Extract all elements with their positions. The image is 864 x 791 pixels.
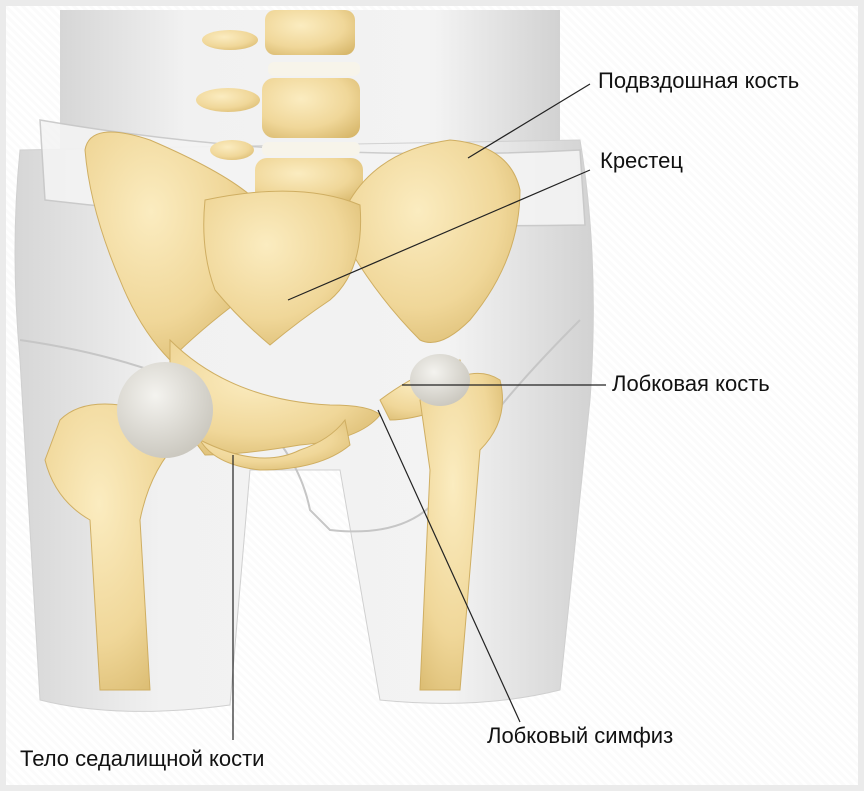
label-pubic-symphysis: Лобковый симфиз <box>487 725 673 747</box>
label-sacrum: Крестец <box>600 150 683 172</box>
label-pubis: Лобковая кость <box>612 373 770 395</box>
intervertebral-disc <box>262 142 360 156</box>
spinous-process <box>210 140 254 160</box>
left-femoral-head <box>117 362 213 458</box>
vertebra <box>265 10 355 55</box>
spinous-process <box>196 88 260 112</box>
label-ischium-body: Тело седалищной кости <box>20 748 264 770</box>
label-ilium: Подвздошная кость <box>598 70 799 92</box>
spinous-process <box>202 30 258 50</box>
vertebra <box>262 78 360 138</box>
intervertebral-disc <box>268 62 360 76</box>
right-femoral-head <box>410 354 470 406</box>
